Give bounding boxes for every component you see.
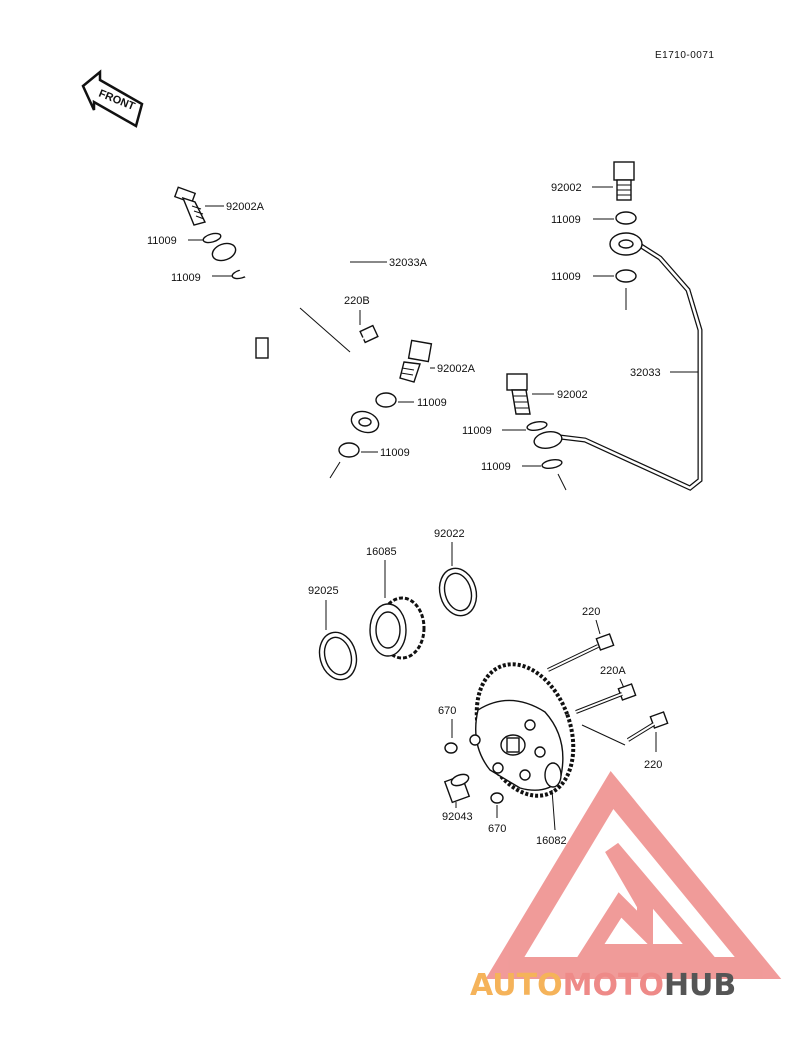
label-32033: 32033 bbox=[630, 367, 661, 379]
washer-11009 bbox=[615, 269, 637, 283]
label-92002: 92002 bbox=[557, 389, 588, 401]
label-11009: 11009 bbox=[551, 271, 581, 283]
label-32033A: 32033A bbox=[389, 257, 428, 269]
bolt-220B bbox=[345, 324, 379, 349]
label-11009: 11009 bbox=[171, 272, 201, 284]
bolt-92002A-lower bbox=[399, 339, 433, 383]
label-11009: 11009 bbox=[147, 235, 177, 247]
bolt-92002-lower bbox=[506, 373, 531, 415]
bolt-92002-top bbox=[613, 161, 635, 201]
label-11009: 11009 bbox=[551, 214, 581, 226]
front-arrow-icon: FRONT bbox=[81, 69, 144, 128]
washer-11009 bbox=[375, 392, 397, 408]
washer-11009 bbox=[615, 211, 637, 225]
label-92043: 92043 bbox=[442, 811, 473, 823]
washer-11009 bbox=[526, 420, 548, 432]
label-92025: 92025 bbox=[308, 585, 339, 597]
dowel-92043 bbox=[443, 773, 471, 804]
label-11009: 11009 bbox=[380, 447, 410, 459]
o-ring-670 bbox=[490, 792, 504, 804]
label-11009: 11009 bbox=[462, 425, 492, 437]
bolt-220-lower bbox=[626, 711, 669, 742]
label-92002A: 92002A bbox=[437, 363, 476, 375]
label-670: 670 bbox=[438, 705, 456, 717]
diagram-code: E1710-0071 bbox=[655, 50, 715, 61]
label-220: 220 bbox=[644, 759, 662, 771]
brand-text: AUTOMOTOHUB bbox=[470, 968, 736, 1003]
label-16082: 16082 bbox=[536, 835, 567, 847]
automotohub-logo bbox=[485, 770, 782, 979]
oil-pipe-32033A bbox=[211, 233, 380, 434]
label-220B: 220B bbox=[344, 295, 370, 307]
bolt-220A bbox=[575, 683, 637, 714]
label-11009: 11009 bbox=[481, 461, 511, 473]
gear-16085 bbox=[369, 596, 426, 660]
o-ring-670 bbox=[444, 742, 458, 754]
label-92002: 92002 bbox=[551, 182, 582, 194]
ring-92022 bbox=[438, 567, 478, 617]
label-670: 670 bbox=[488, 823, 506, 835]
label-92002A: 92002A bbox=[226, 201, 265, 213]
oil-pump-16082 bbox=[469, 662, 576, 798]
washer-11009 bbox=[338, 442, 360, 458]
label-11009: 11009 bbox=[417, 397, 447, 409]
ring-92025 bbox=[318, 631, 358, 681]
bolt-220-upper bbox=[547, 633, 615, 672]
label-220: 220 bbox=[582, 606, 600, 618]
bolt-92002A-top bbox=[173, 186, 207, 226]
oil-pipe-32033 bbox=[533, 232, 703, 491]
label-16085: 16085 bbox=[366, 546, 397, 558]
washer-11009 bbox=[202, 232, 222, 244]
label-92022: 92022 bbox=[434, 528, 465, 540]
label-220A: 220A bbox=[600, 665, 626, 677]
washer-11009 bbox=[541, 458, 563, 470]
